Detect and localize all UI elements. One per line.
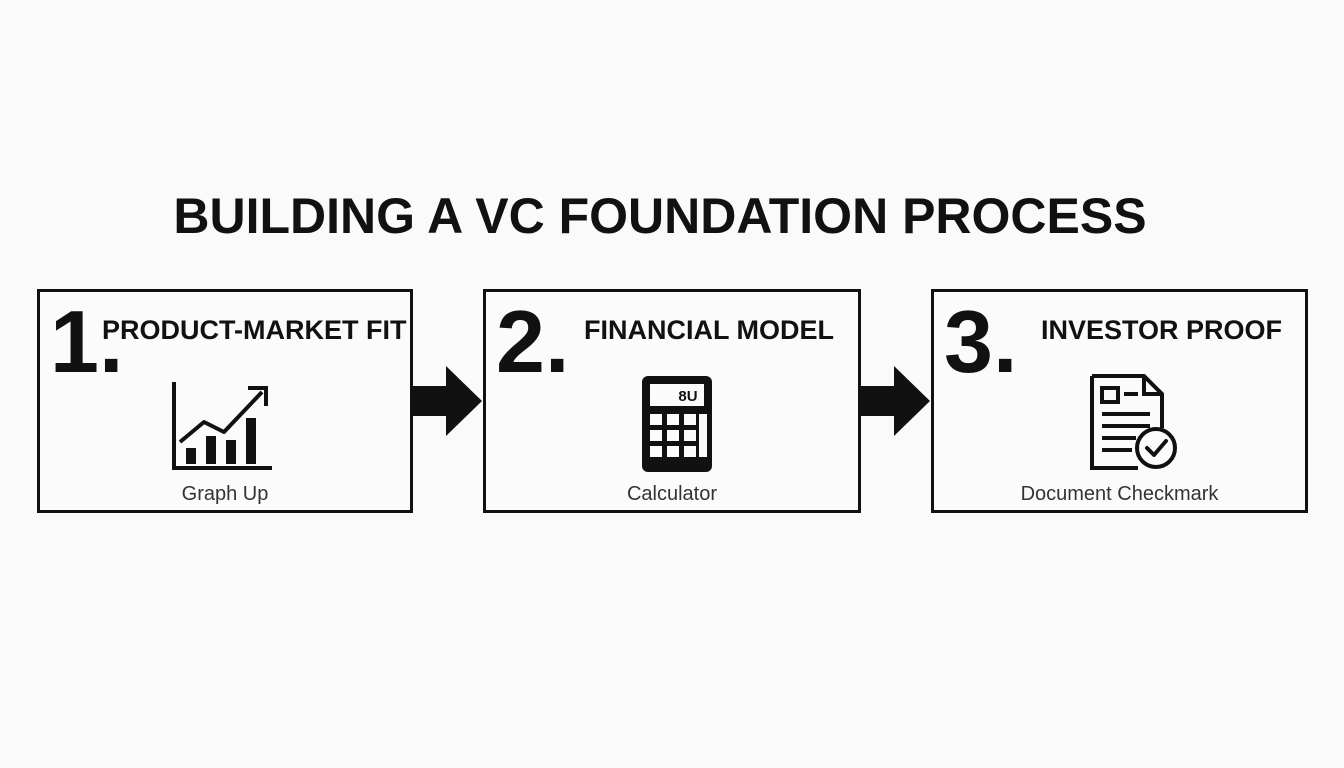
step-caption: Graph Up	[181, 483, 269, 505]
step-title: PRODUCT-MARKET FIT	[102, 315, 407, 345]
step-card-product-market-fit: 1. PRODUCT-MARKET FIT Graph Up	[37, 289, 413, 513]
diagram-title: BUILDING A VC FOUNDATION PROCESS	[173, 188, 1147, 244]
step-caption: Document Checkmark	[1020, 483, 1219, 505]
step-number: 3.	[944, 292, 1018, 391]
graph-up-icon	[168, 378, 278, 474]
arrow-right-icon	[410, 366, 484, 436]
step-number: 1.	[50, 292, 124, 391]
step-title: INVESTOR PROOF	[1041, 315, 1283, 345]
step-card-investor-proof: 3. INVESTOR PROOF Document Checkmark	[931, 289, 1308, 513]
step-title: FINANCIAL MODEL	[584, 315, 834, 345]
arrow-right-icon	[858, 366, 932, 436]
calculator-icon: 8U	[640, 374, 714, 474]
calculator-display-text: 8U	[678, 388, 697, 405]
step-card-financial-model: 2. FINANCIAL MODEL 8U Calculator	[483, 289, 861, 513]
step-number: 2.	[496, 292, 570, 391]
document-checkmark-icon	[1086, 372, 1182, 476]
step-caption: Calculator	[626, 483, 718, 505]
